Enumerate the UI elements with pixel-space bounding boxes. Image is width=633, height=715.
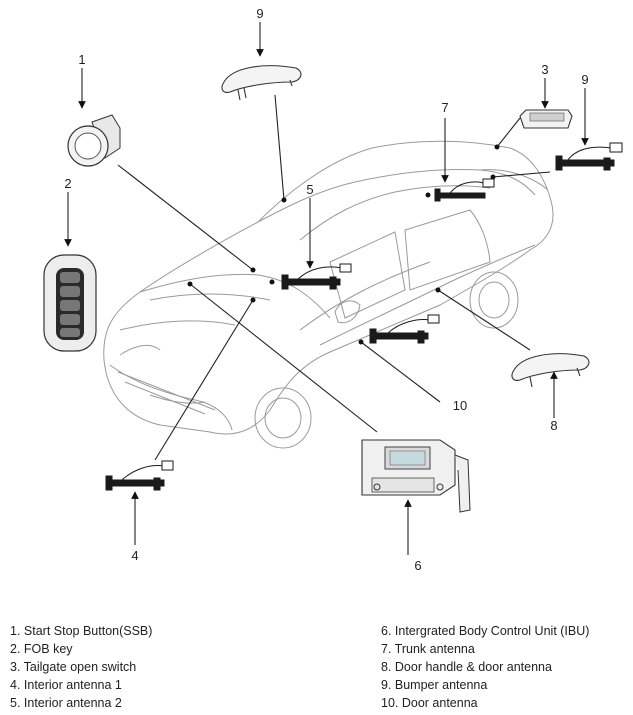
legend-item-8: 8. Door handle & door antenna	[381, 660, 552, 674]
callout-4: 4	[131, 548, 138, 563]
legend-item-6: 6. Intergrated Body Control Unit (IBU)	[381, 624, 590, 638]
legend-item-10: 10. Door antenna	[381, 696, 478, 710]
ibu-module-part	[361, 439, 471, 513]
legend-item-5: 5. Interior antenna 2	[10, 696, 122, 710]
leader-lines	[64, 22, 589, 555]
legend-item-1: 1. Start Stop Button(SSB)	[10, 624, 153, 638]
legend-item-7: 7. Trunk antenna	[381, 642, 475, 656]
legend-right-column: 6. Intergrated Body Control Unit (IBU) 7…	[381, 622, 589, 712]
callout-3: 3	[541, 62, 548, 77]
legend-item-2: 2. FOB key	[10, 642, 73, 656]
callout-10: 10	[453, 398, 467, 413]
fob-key-part	[43, 254, 97, 352]
callout-2: 2	[64, 176, 71, 191]
legend-item-3: 3. Tailgate open switch	[10, 660, 137, 674]
callout-8: 8	[550, 418, 557, 433]
legend-item-9: 9. Bumper antenna	[381, 678, 488, 692]
door-handle-parts	[221, 65, 590, 388]
callout-9-top: 9	[256, 6, 263, 21]
callout-6: 6	[414, 558, 421, 573]
callout-1: 1	[78, 52, 85, 67]
location-dots	[187, 144, 500, 345]
legend-item-4: 4. Interior antenna 1	[10, 678, 122, 692]
tailgate-switch-part	[519, 109, 573, 129]
smart-key-system-diagram: 1 2 3 4 5 6 7 8 9 9 10	[43, 6, 623, 573]
antenna-parts	[105, 142, 623, 491]
callout-5: 5	[306, 182, 313, 197]
callout-7: 7	[441, 100, 448, 115]
legend-left-column: 1. Start Stop Button(SSB) 2. FOB key 3. …	[10, 622, 152, 712]
callout-numbers: 1 2 3 4 5 6 7 8 9 9 10	[64, 6, 588, 573]
car-illustration	[103, 140, 554, 449]
start-stop-button-part	[67, 114, 121, 167]
callout-9-right: 9	[581, 72, 588, 87]
